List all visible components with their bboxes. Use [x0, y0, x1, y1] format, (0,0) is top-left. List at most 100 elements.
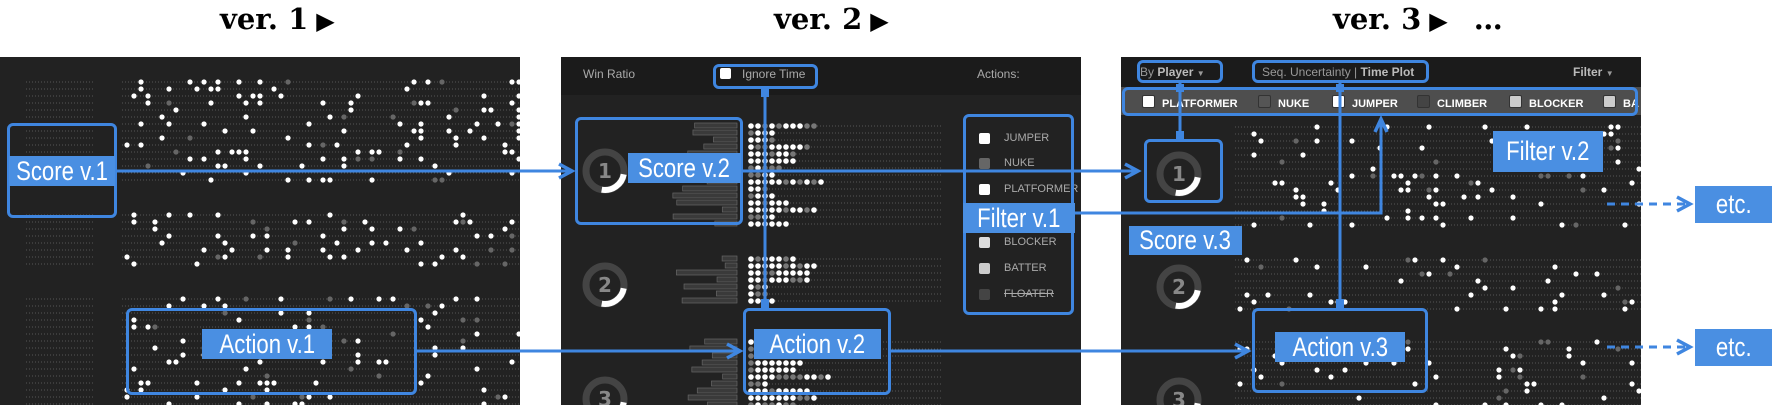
filter-checkbox[interactable] [1142, 95, 1155, 108]
action-dot [376, 359, 382, 365]
filter-item[interactable]: NUKE [1258, 95, 1309, 110]
action-dot [1482, 402, 1488, 405]
action-dot [1615, 346, 1621, 352]
action-checkbox[interactable] [979, 263, 990, 274]
action-dot [187, 212, 193, 218]
action-dot [474, 233, 480, 239]
action-dot [348, 366, 354, 372]
action-dot [755, 381, 761, 387]
action-dot [369, 226, 375, 232]
action-dot [257, 93, 263, 99]
view-mode-option[interactable]: Seq. Uncertainty | [1262, 65, 1358, 79]
action-filter-label[interactable]: BLOCKER [1004, 236, 1057, 248]
action-dot [425, 303, 431, 309]
action-dot [453, 135, 459, 141]
action-dot [1510, 353, 1516, 359]
group-by-dropdown[interactable]: By Player ▼ [1140, 65, 1205, 79]
action-dot [1419, 173, 1425, 179]
action-checkbox[interactable] [979, 184, 990, 195]
action-dot [762, 221, 768, 227]
action-filter-label[interactable]: PLATFORMER [1004, 183, 1079, 195]
action-dot [748, 346, 754, 352]
action-dot [769, 214, 775, 220]
ignore-time-checkbox[interactable] [720, 68, 731, 79]
action-dot [271, 380, 277, 386]
action-dot [797, 374, 803, 380]
view-mode-selected[interactable]: Time Plot [1360, 65, 1415, 79]
filter-item[interactable]: BLOCKER [1509, 95, 1583, 110]
action-dot [1265, 292, 1271, 298]
win-ratio-bar [683, 283, 738, 290]
filter-item[interactable]: CLIMBER [1417, 95, 1487, 110]
action-dot [1545, 278, 1551, 284]
action-dot [264, 373, 270, 379]
action-dot [180, 170, 186, 176]
action-dot [1433, 374, 1439, 380]
action-filter-label[interactable]: FLOATER [1004, 288, 1054, 300]
etc-label-action: etc. [1695, 329, 1772, 366]
view-mode-toggle[interactable]: Seq. Uncertainty | Time Plot [1262, 65, 1414, 79]
action-dot [215, 86, 221, 92]
action-dot [306, 324, 312, 330]
action-dot [1538, 173, 1544, 179]
action-dot [1517, 353, 1523, 359]
action-dot [411, 128, 417, 134]
action-dot [152, 324, 158, 330]
action-dot [355, 93, 361, 99]
action-dot [1580, 374, 1586, 380]
action-dot [320, 177, 326, 183]
action-dot [1405, 257, 1411, 263]
action-dot [383, 240, 389, 246]
win-ratio-bar [682, 185, 738, 192]
action-dot [1622, 306, 1628, 312]
action-dot [194, 261, 200, 267]
action-dot [362, 219, 368, 225]
action-dot [762, 284, 768, 290]
action-dot [762, 165, 768, 171]
action-dot [790, 367, 796, 373]
action-dot [1279, 159, 1285, 165]
filter-checkbox[interactable] [1417, 95, 1430, 108]
action-dot [783, 207, 789, 213]
filter-item[interactable]: BA [1603, 95, 1639, 110]
action-dot [1391, 173, 1397, 179]
action-dot [152, 345, 158, 351]
filter-checkbox[interactable] [1258, 95, 1271, 108]
filter-dropdown[interactable]: Filter ▼ [1573, 65, 1614, 79]
ignore-time-label[interactable]: Ignore Time [742, 67, 806, 81]
action-dot [257, 163, 263, 169]
action-dot [748, 123, 754, 129]
action-dot [783, 151, 789, 157]
ellipsis: … [1473, 2, 1503, 36]
action-dot [790, 402, 796, 405]
action-filter-label[interactable]: BATTER [1004, 262, 1047, 274]
action-checkbox[interactable] [979, 158, 990, 169]
action-dot [180, 296, 186, 302]
action-checkbox[interactable] [979, 237, 990, 248]
filter-checkbox[interactable] [1603, 95, 1616, 108]
arrow-head-icon [1676, 195, 1694, 213]
action-filter-label[interactable]: NUKE [1004, 157, 1035, 169]
win-ratio-bar [711, 380, 738, 387]
action-dot [1566, 173, 1572, 179]
action-dot [804, 207, 810, 213]
action-dot [1454, 306, 1460, 312]
action-checkbox[interactable] [979, 289, 990, 300]
action-dot [327, 394, 333, 400]
action-dot [1405, 346, 1411, 352]
version-3-heading: ver. 3▶… [1333, 2, 1503, 36]
action-dot [1608, 124, 1614, 130]
action-filter-label[interactable]: JUMPER [1004, 132, 1050, 144]
action-dot [755, 395, 761, 401]
action-dot [1377, 145, 1383, 151]
action-dot [1412, 257, 1418, 263]
action-dot [355, 359, 361, 365]
action-dot [418, 240, 424, 246]
play-arrow-icon: ▶ [870, 6, 889, 35]
action-dot [257, 79, 263, 85]
action-dot [1601, 292, 1607, 298]
filter-checkbox[interactable] [1509, 95, 1522, 108]
action-dot [215, 149, 221, 155]
action-dot [769, 144, 775, 150]
action-checkbox[interactable] [979, 133, 990, 144]
